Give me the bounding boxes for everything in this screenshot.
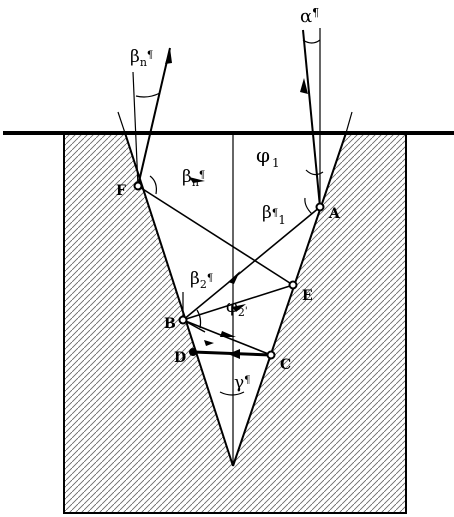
- beta1-label: β¶1: [262, 203, 286, 227]
- point-D-marker: [189, 348, 197, 356]
- point-E-marker: [288, 280, 298, 290]
- incident-ray: [300, 28, 321, 208]
- point-C-marker: [266, 350, 276, 360]
- point-F-marker: [133, 181, 143, 191]
- point-B-marker: [178, 315, 188, 325]
- ray-arrows: [189, 177, 246, 359]
- vertex-markers: [133, 181, 325, 360]
- label-D: D: [174, 350, 186, 366]
- substrate-block: [63, 132, 407, 514]
- label-C: C: [280, 357, 291, 373]
- point-A-marker: [315, 202, 325, 212]
- alpha-label: α¶: [300, 6, 319, 27]
- point-labels: F A E B C D: [116, 183, 341, 373]
- beta-n-top-label: βn¶: [130, 47, 153, 69]
- label-A: A: [328, 206, 341, 222]
- angle-arcs: [135, 39, 324, 396]
- beta2-label: β2¶: [190, 269, 213, 291]
- label-B: B: [164, 316, 176, 332]
- exit-ray: [132, 47, 172, 187]
- label-E: E: [302, 288, 313, 304]
- label-F: F: [116, 183, 126, 199]
- gamma-label: γ¶: [234, 373, 251, 393]
- phi2-label: φ2': [226, 297, 248, 319]
- beta-n-F-label: βn¶: [182, 167, 205, 189]
